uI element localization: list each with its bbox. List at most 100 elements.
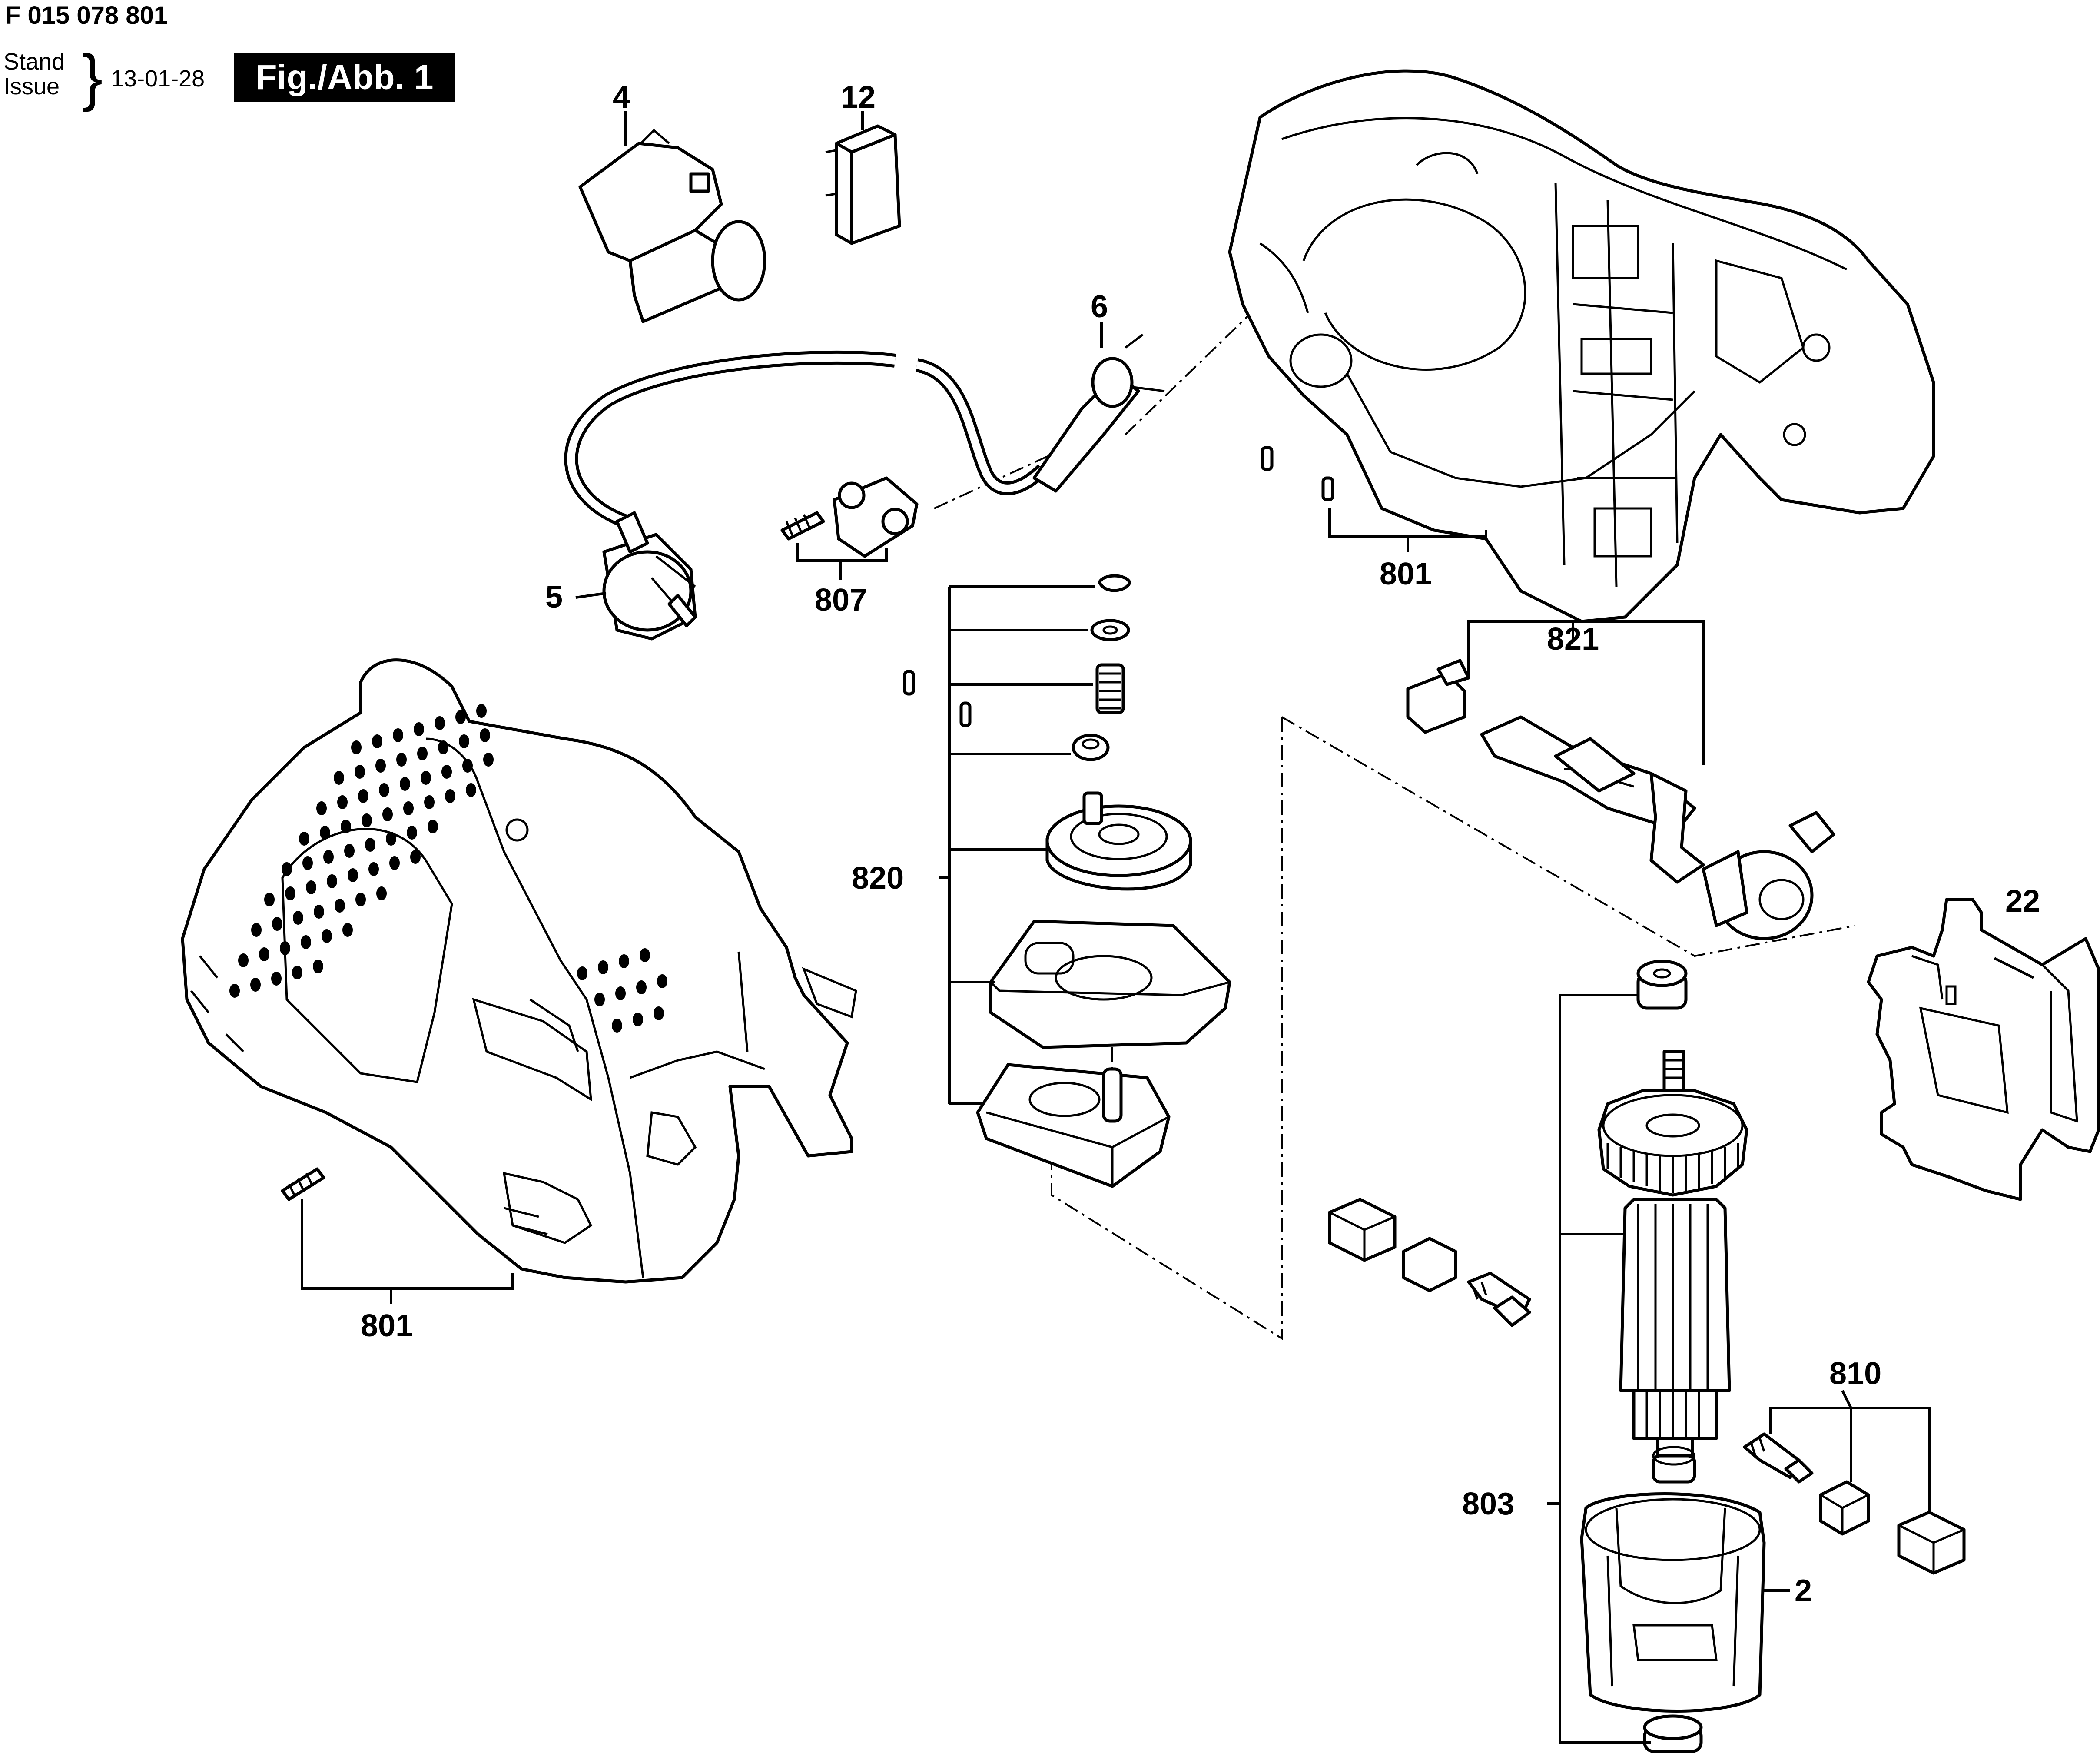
vent-hole [313,960,323,973]
carbon-brush-icon [1743,1432,1966,1575]
vent-hole [414,722,424,736]
vent-hole [636,980,647,994]
vent-hole [403,801,414,815]
vent-hole [342,923,353,937]
housing-screw-icon [281,1167,325,1201]
plunger-assembly-icon [1406,659,1835,940]
document-number: F 015 078 801 [5,1,168,30]
vent-hole [280,941,290,955]
vent-hole [445,789,455,803]
vent-hole [348,868,358,882]
vent-hole [322,929,332,943]
vent-hole [314,905,324,919]
vent-hole [455,710,466,724]
vent-hole [306,880,316,894]
vent-hole [272,917,282,931]
switch-icon [578,129,766,323]
callout-801-top: 801 [1380,557,1432,591]
vent-hole [344,844,355,858]
blade-guide-plate-icon [1867,898,2100,1201]
vent-hole [282,862,292,876]
vent-hole [441,765,452,779]
cable-clamp-icon [780,476,919,558]
leader-bracket-803 [1547,994,1651,1744]
vent-hole [615,986,626,1000]
vent-hole [462,759,473,773]
suppressor-capacitor-icon [825,124,901,245]
vent-hole [229,984,240,998]
vent-hole [299,832,309,846]
vent-hole [250,978,261,992]
leader-line-5 [575,592,607,599]
housing-pins-icon [1261,446,1334,501]
leader-bracket-801-bottom [301,1199,514,1290]
mains-cable-icon [564,350,1048,528]
vent-holes-icon [229,704,667,1033]
vent-hole [335,899,345,913]
vent-hole [293,911,303,925]
vent-hole [375,759,386,773]
vent-hole [393,728,403,742]
leader-bracket-810 [1769,1390,1931,1512]
vent-hole [612,1019,622,1033]
vent-hole [323,850,334,864]
vent-hole [386,832,396,846]
vent-hole [400,777,410,791]
vent-hole [396,753,407,767]
callout-4: 4 [613,80,630,115]
vent-hole [334,771,344,785]
vent-hole [365,838,375,852]
stand-issue-brace: } [82,42,103,112]
vent-hole [598,960,608,974]
vent-hole [362,813,372,827]
vent-hole [435,716,445,730]
vent-hole [619,954,629,968]
vent-hole [251,923,262,937]
vent-hole [633,1013,643,1026]
vent-hole [351,740,362,754]
vent-hole [372,734,382,748]
vent-hole [466,783,476,797]
vent-hole [417,747,428,760]
callout-22: 22 [2005,884,2040,919]
callout-2: 2 [1795,1574,1812,1608]
figure-badge: Fig./Abb. 1 [234,53,455,102]
vent-hole [657,974,667,988]
housing-shell-icon [181,658,857,1284]
leader-bracket-821 [1467,620,1705,765]
vent-hole [301,935,311,949]
leader-bracket-820 [939,585,1095,1105]
vent-hole [577,966,587,980]
vent-hole [341,820,351,833]
vent-hole [376,886,387,900]
vent-hole [480,728,490,742]
vent-hole [594,993,605,1006]
callout-810: 810 [1829,1356,1881,1391]
vent-hole [264,893,275,906]
vent-hole [382,807,393,821]
vent-hole [285,886,295,900]
stand-label: Stand [3,49,65,75]
issue-date: 13-01-28 [111,66,205,92]
vent-hole [483,753,494,767]
callout-12: 12 [841,80,876,115]
gear-pins-icon [903,670,972,727]
gear-assembly-icon [976,574,1231,1188]
vent-hole [327,874,337,888]
vent-hole [389,856,400,870]
callout-6: 6 [1091,289,1108,324]
vent-hole [421,771,431,785]
callout-803: 803 [1462,1487,1514,1521]
vent-hole [355,893,366,906]
vent-hole [438,740,448,754]
vent-hole [379,783,389,797]
vent-hole [654,1006,664,1020]
bottom-bearing-icon [1643,1714,1703,1753]
vent-hole [476,704,487,718]
vent-hole [337,795,348,809]
figure-label: Fig./Abb. 1 [255,58,434,96]
callout-821: 821 [1547,622,1599,657]
callout-5: 5 [545,580,563,614]
carbon-brush-loose-icon [1328,1198,1531,1327]
